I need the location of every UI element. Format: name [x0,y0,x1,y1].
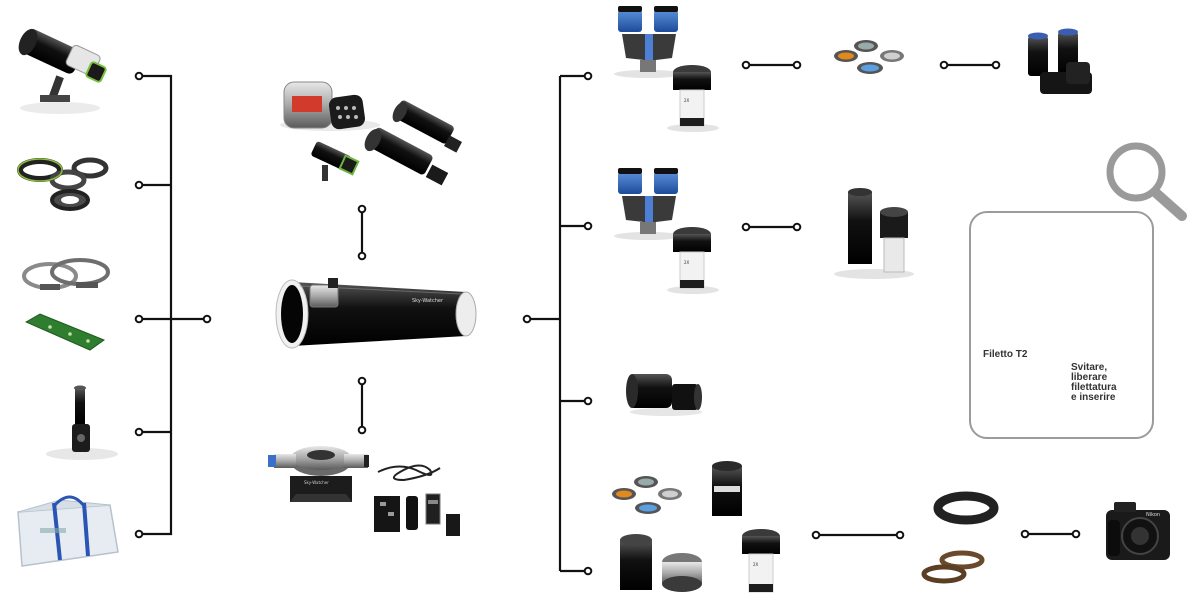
connector-nodes [134,60,1081,576]
tube-rings-icon [22,258,110,290]
svg-text:2X: 2X [753,562,759,567]
dslr-camera-icon: Nikon [1106,502,1170,560]
t-ring-icon [921,491,999,584]
barlow-lens-icon: 2X [667,65,719,132]
svg-text:Sky-Watcher: Sky-Watcher [304,480,329,485]
eyepiece-adapter-icon [46,385,118,460]
focuser-icon: Sky-Watcher [268,446,369,502]
connector-lines [139,63,1076,573]
svg-text:2X: 2X [684,260,690,265]
dovetail-plate-icon [24,313,106,351]
magnifier-icon [1106,142,1187,221]
svg-text:Sky-Watcher: Sky-Watcher [412,298,444,304]
barlow-lens-icon: 2X [742,529,780,593]
t2-adapter-detail-box: Filetto T2 Svitare, liberare filettatura… [969,211,1154,439]
camera-adapters-icon [374,464,460,536]
color-filters-icon [834,40,904,74]
guide-scopes-icon [311,100,462,186]
eyepiece-pair-icon [1028,28,1092,94]
unscrew-instruction-line: Svitare, [1071,362,1108,373]
svg-text:2X: 2X [684,98,690,103]
barlow-lens-icon: 2X [667,227,719,294]
unscrew-instruction-line: e inserire [1071,392,1116,403]
extension-rings-icon [17,157,109,211]
ccd-camera-icon [626,374,702,416]
unscrew-instruction-line: filettatura [1071,382,1117,393]
t2-thread-label: Filetto T2 [983,349,1028,360]
carry-bag-icon [17,495,119,567]
goto-handset-icon [280,81,380,131]
svg-text:Nikon: Nikon [1146,512,1160,518]
binoviewer-icon [614,6,682,78]
unscrew-instruction-line: liberare [1071,372,1108,383]
binoviewer-icon [614,168,682,240]
finder-scope-icon [18,28,107,114]
extension-tubes-icon [620,461,742,592]
telescope-tube-icon: Sky-Watcher [275,278,477,349]
unscrew-instruction-label: Svitare, liberare filettatura e inserire [1071,363,1151,403]
extension-tubes-icon [834,188,914,279]
color-filters-icon [612,476,682,514]
